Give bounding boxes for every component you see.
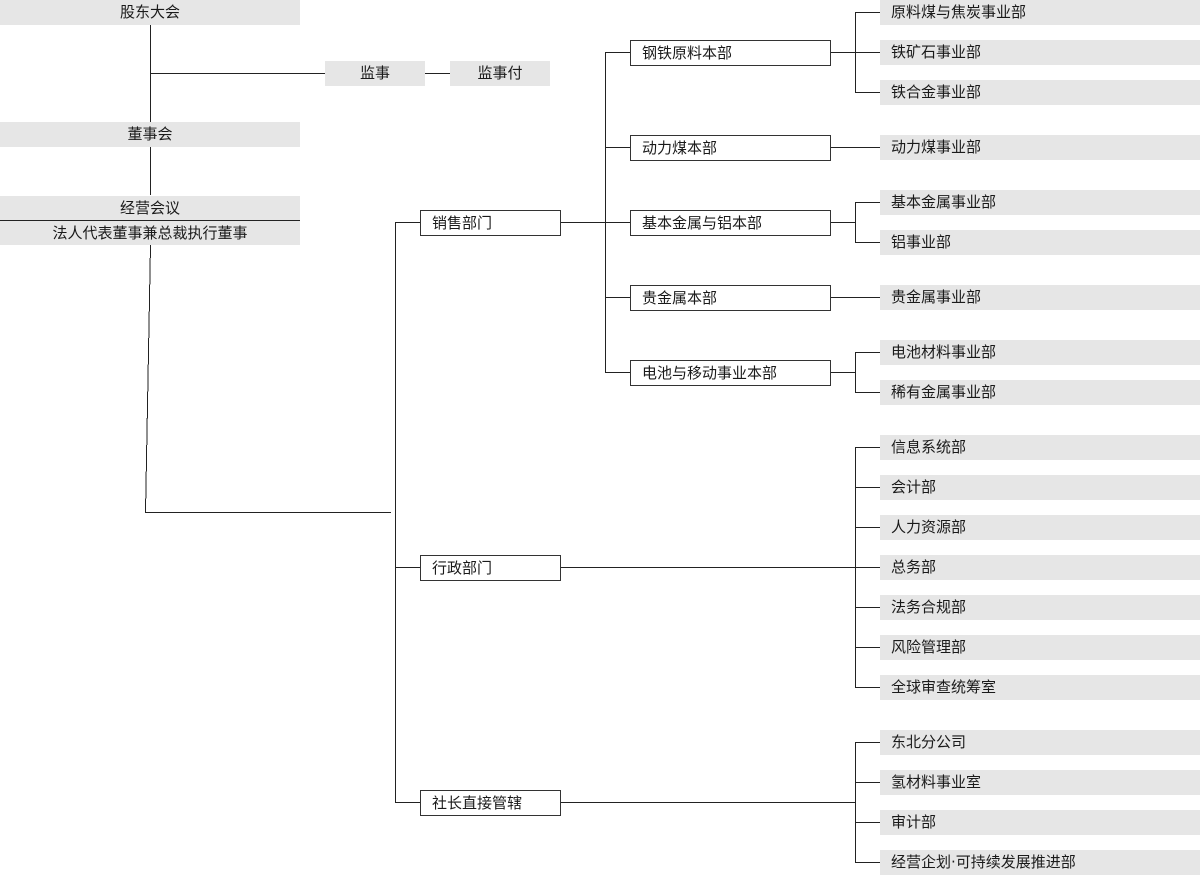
admin-department: 全球审查统筹室	[880, 675, 1200, 700]
sales-unit: 贵金属本部	[630, 285, 831, 311]
sales-sub-department: 铁合金事业部	[880, 80, 1200, 105]
sales-unit: 电池与移动事业本部	[630, 360, 831, 386]
president-department: 氢材料事业室	[880, 770, 1200, 795]
supervisor: 监事	[325, 61, 425, 86]
supervisor-deputy: 监事付	[450, 61, 550, 86]
sales-sub-department: 铁矿石事业部	[880, 40, 1200, 65]
ceo: 法人代表董事兼总裁执行董事	[0, 221, 300, 245]
admin-department: 信息系统部	[880, 435, 1200, 460]
sales-sub-department: 基本金属事业部	[880, 190, 1200, 215]
admin-department: 会计部	[880, 475, 1200, 500]
sales-sub-department: 原料煤与焦炭事业部	[880, 0, 1200, 25]
shareholders-meeting: 股东大会	[0, 0, 300, 25]
sales-sub-department: 电池材料事业部	[880, 340, 1200, 365]
division-admin: 行政部门	[420, 555, 561, 581]
sales-unit: 钢铁原料本部	[630, 40, 831, 66]
president-department: 东北分公司	[880, 730, 1200, 755]
sales-unit: 基本金属与铝本部	[630, 210, 831, 236]
admin-department: 总务部	[880, 555, 1200, 580]
board-of-directors: 董事会	[0, 122, 300, 147]
sales-unit: 动力煤本部	[630, 135, 831, 161]
division-president: 社长直接管辖	[420, 790, 561, 816]
admin-department: 人力资源部	[880, 515, 1200, 540]
sales-sub-department: 稀有金属事业部	[880, 380, 1200, 405]
sales-sub-department: 铝事业部	[880, 230, 1200, 255]
sales-sub-department: 动力煤事业部	[880, 135, 1200, 160]
sales-sub-department: 贵金属事业部	[880, 285, 1200, 310]
division-sales: 销售部门	[420, 210, 561, 236]
admin-department: 法务合规部	[880, 595, 1200, 620]
management-meeting: 经营会议	[0, 196, 300, 220]
president-department: 经营企划·可持续发展推进部	[880, 850, 1200, 875]
president-department: 审计部	[880, 810, 1200, 835]
admin-department: 风险管理部	[880, 635, 1200, 660]
